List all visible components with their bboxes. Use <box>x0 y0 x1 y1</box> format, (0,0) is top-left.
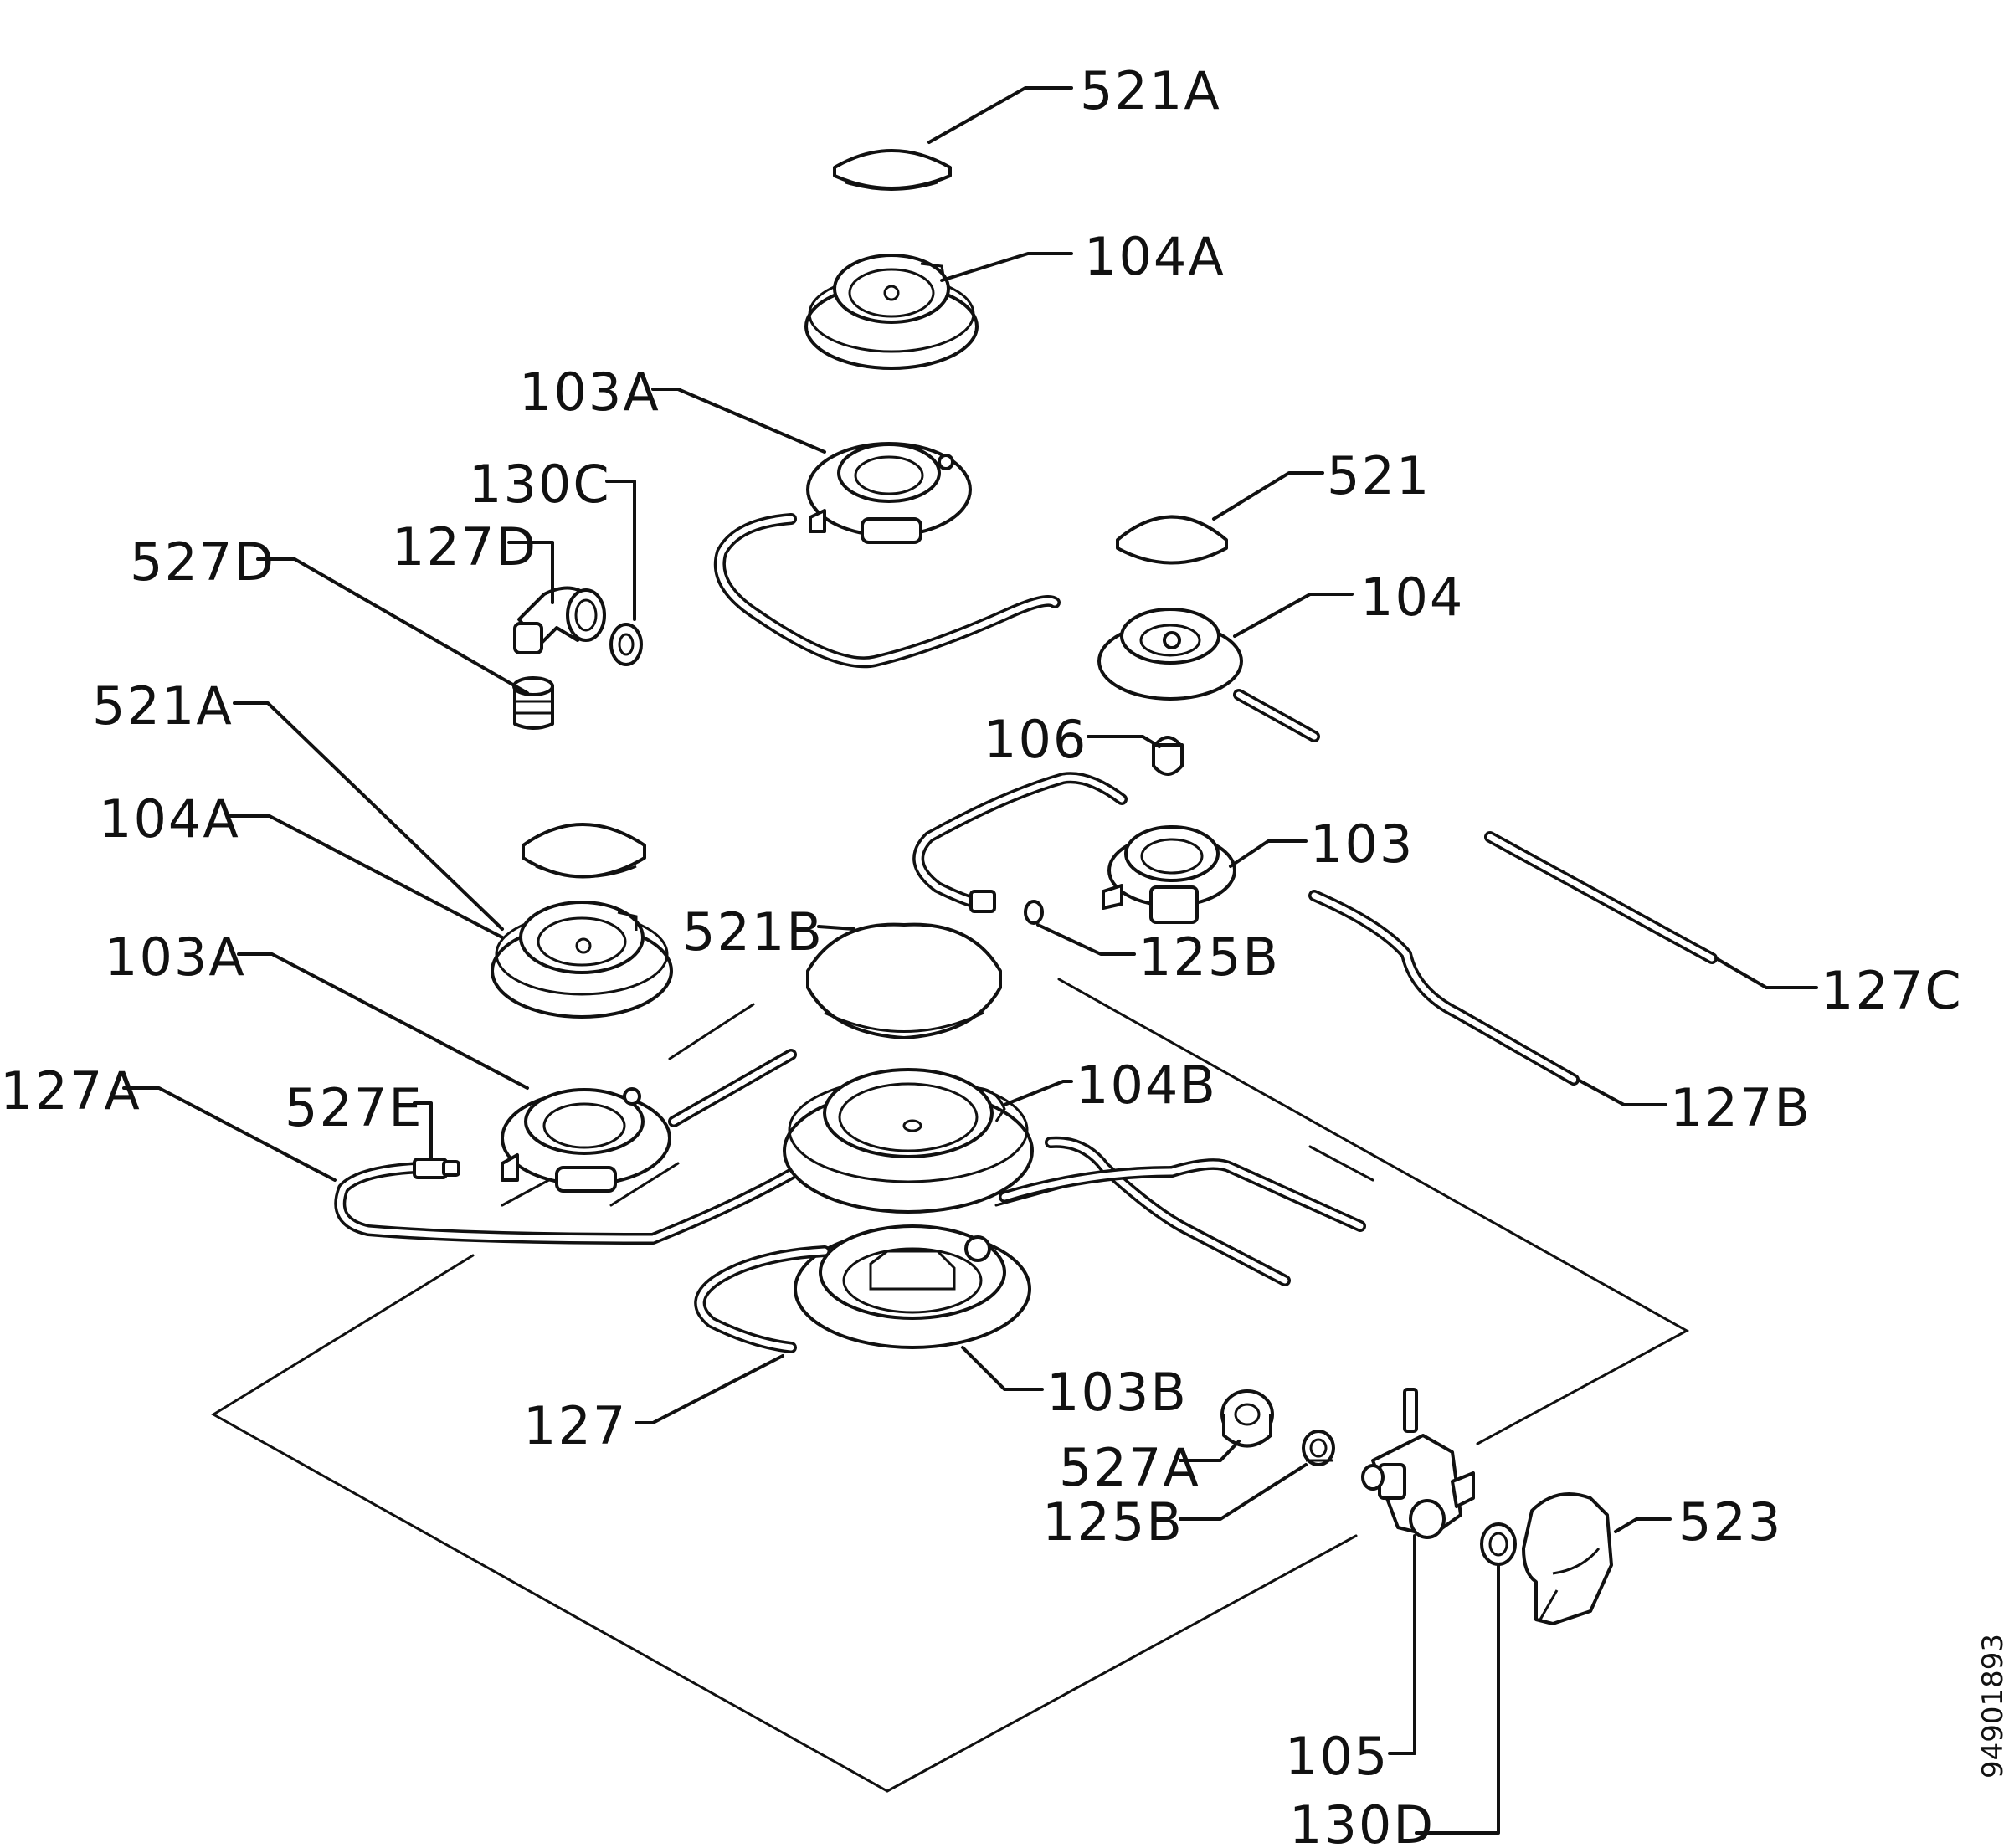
label-104A-top: 104A <box>1084 226 1225 287</box>
elbow-fitting-127D <box>513 586 606 654</box>
gas-pipe-127C <box>1484 831 1718 964</box>
washer-130C <box>609 623 643 666</box>
left-burner-body-103A <box>501 1087 671 1193</box>
gas-pipe-127 <box>694 1245 830 1353</box>
gas-pipe-127A <box>334 1141 843 1245</box>
large-burner-cap-521B <box>806 922 1002 1040</box>
label-104: 104 <box>1360 567 1464 628</box>
large-burner-body-103B <box>794 1224 1031 1349</box>
label-523: 523 <box>1678 1491 1782 1553</box>
nut-527D <box>512 676 554 730</box>
gas-pipe-127-upper <box>713 513 1061 669</box>
label-104B: 104B <box>1076 1055 1217 1116</box>
label-130D: 130D <box>1289 1794 1435 1848</box>
connector-527E <box>413 1158 460 1179</box>
part-labels: 521A 104A 103A 130C 127D 527D 521 104 10… <box>0 60 1963 1848</box>
gas-pipe-127A-upper <box>668 1049 797 1127</box>
left-burner-spreader-104A <box>491 901 673 1019</box>
label-521B: 521B <box>682 901 824 963</box>
gas-pipe-centre-right <box>999 1136 1366 1286</box>
label-127D: 127D <box>392 516 537 578</box>
label-521A-left: 521A <box>92 675 234 737</box>
label-127C: 127C <box>1821 960 1963 1021</box>
label-527D: 527D <box>130 531 275 593</box>
injector-106 <box>1152 736 1184 776</box>
label-527E: 527E <box>285 1077 424 1138</box>
burner-body-103 <box>1102 825 1236 924</box>
label-127B: 127B <box>1670 1077 1811 1138</box>
washer-130D <box>1480 1522 1517 1566</box>
label-130C: 130C <box>469 454 611 515</box>
gas-pipe-127B-route <box>912 772 1128 925</box>
gas-pipe-segment-behind-104 <box>1233 689 1320 742</box>
label-521: 521 <box>1327 445 1431 506</box>
label-104A-left: 104A <box>99 788 240 850</box>
label-105: 105 <box>1285 1726 1389 1787</box>
label-103A-left: 103A <box>105 927 246 988</box>
top-burner-spreader-104A <box>804 254 979 370</box>
label-527A: 527A <box>1059 1437 1200 1498</box>
clip-523 <box>1522 1492 1613 1625</box>
top-burner-cap-521A <box>833 149 952 191</box>
burner-spreader-104 <box>1097 608 1243 701</box>
label-127A: 127A <box>0 1060 141 1122</box>
label-125B-bottom: 125B <box>1042 1491 1184 1553</box>
label-103: 103 <box>1310 814 1414 875</box>
label-106: 106 <box>984 709 1087 770</box>
label-103A-top: 103A <box>519 362 660 423</box>
label-521A-top: 521A <box>1080 60 1221 121</box>
leader-lines <box>122 86 1818 1835</box>
fitting-125B-bottom <box>1302 1430 1335 1466</box>
nut-527A <box>1220 1389 1274 1448</box>
top-burner-body-103A <box>806 442 972 544</box>
label-127: 127 <box>523 1395 627 1456</box>
label-103B: 103B <box>1046 1362 1188 1423</box>
gas-pipe-127B <box>1308 890 1580 1086</box>
label-125B-top: 125B <box>1138 927 1280 988</box>
document-id: 94901893 <box>1976 1634 2009 1779</box>
gas-tap-105 <box>1361 1388 1475 1539</box>
burner-cap-521 <box>1116 515 1228 565</box>
left-burner-cap-521A <box>522 823 646 879</box>
large-burner-spreader-104B <box>783 1068 1034 1214</box>
